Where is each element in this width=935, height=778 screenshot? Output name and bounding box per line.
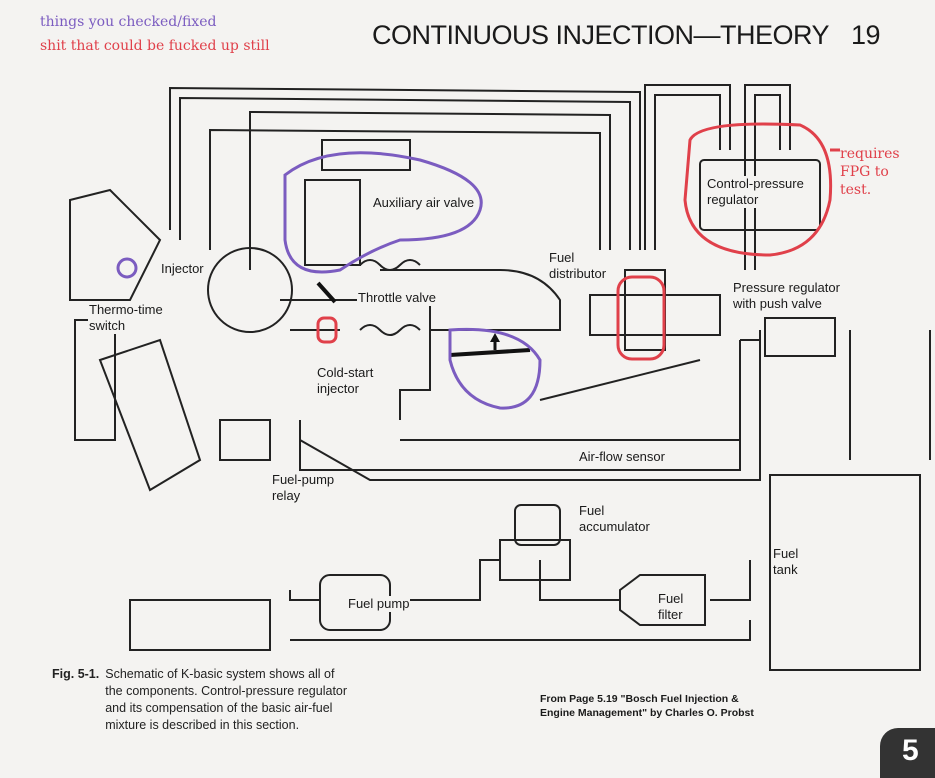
legend-checked: things you checked/fixed: [40, 14, 217, 30]
label-throttle-valve: Throttle valve: [357, 290, 438, 306]
injector-circle: [116, 257, 138, 279]
label-line: Fuel: [658, 591, 684, 606]
figure-number: Fig. 5-1.: [52, 667, 100, 681]
legend-suspect: shit that could be fucked up still: [40, 38, 270, 54]
label-line: Thermo-time: [89, 302, 163, 317]
page-number: 19: [851, 20, 881, 50]
page-title: CONTINUOUS INJECTION—THEORY: [372, 20, 830, 50]
label-fuel-pump: Fuel pump: [347, 596, 411, 612]
aux-air-valve-circle: [283, 151, 483, 274]
page-header: CONTINUOUS INJECTION—THEORY 19: [372, 20, 881, 51]
cold-start-injector-circle: [316, 316, 338, 344]
label-auxiliary-air-valve: Auxiliary air valve: [372, 195, 476, 211]
suspect-highlights: [316, 122, 840, 361]
label-line: regulator: [707, 192, 759, 207]
label-line: Fuel-pump: [272, 472, 335, 487]
label-line: filter: [658, 607, 683, 622]
label-line: Fuel: [579, 503, 605, 518]
fpg-note: requires FPG to test.: [840, 145, 900, 199]
fpg-note-line: requires: [840, 146, 900, 162]
distributor-plunger-circle: [616, 275, 666, 361]
source-line: Engine Management" by Charles O. Probst: [540, 707, 754, 719]
label-line: with push valve: [733, 296, 822, 311]
checked-highlights: [116, 151, 542, 410]
label-air-flow-sensor: Air-flow sensor: [578, 449, 666, 465]
label-line: tank: [773, 562, 798, 577]
label-line: distributor: [549, 266, 607, 281]
label-line: accumulator: [579, 519, 650, 534]
throttle-plate: [316, 281, 337, 304]
sensor-plate-circle: [448, 327, 542, 410]
control-pressure-regulator-circle: [683, 122, 833, 257]
label-line: Fuel: [549, 250, 575, 265]
label-line: switch: [89, 318, 126, 333]
label-line: injector: [317, 381, 359, 396]
label-line: Fuel: [773, 546, 799, 561]
fpg-note-line: FPG to: [840, 164, 889, 180]
fpg-note-line: test.: [840, 182, 872, 198]
label-line: Pressure regulator: [733, 280, 840, 295]
label-injector: Injector: [160, 261, 205, 277]
label-line: relay: [272, 488, 301, 503]
chapter-tab: 5: [880, 728, 935, 778]
source-citation: From Page 5.19 "Bosch Fuel Injection & En…: [540, 692, 754, 720]
label-line: Cold-start: [317, 365, 374, 380]
figure-caption-block: Fig. 5-1. Schematic of K-basic system sh…: [52, 666, 355, 734]
label-line: Control-pressure: [707, 176, 804, 191]
sensor-plate: [449, 348, 531, 357]
source-line: From Page 5.19 "Bosch Fuel Injection &: [540, 693, 739, 705]
figure-caption: Schematic of K-basic system shows all of…: [105, 667, 348, 732]
